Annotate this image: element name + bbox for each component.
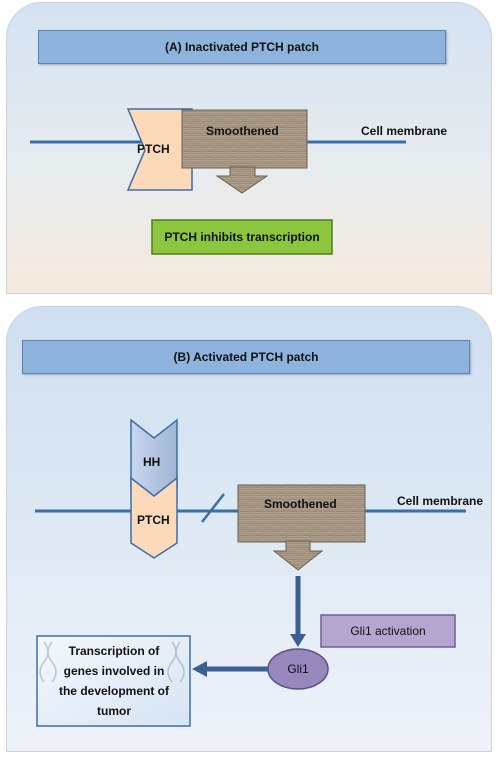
hh-label: HH xyxy=(143,455,161,469)
smoothened-box-a xyxy=(181,109,308,169)
gli1-label: Gli1 xyxy=(287,662,309,676)
smoothened-box-b xyxy=(237,484,366,543)
ptch-inhibits-label: PTCH inhibits transcription xyxy=(164,230,320,244)
smoothened-down-arrow-b xyxy=(272,540,324,571)
tumor-outcome-box xyxy=(36,635,191,727)
ptch-label-b: PTCH xyxy=(137,513,170,527)
tumor-outcome-label: Transcription of genes involved in the d… xyxy=(58,644,169,718)
ptch-inhibits-box xyxy=(151,219,333,255)
arrow-head-to-outcome xyxy=(192,661,207,677)
cell-membrane-label-b: Cell membrane xyxy=(397,494,484,508)
smoothened-label-a: Smoothened xyxy=(206,124,279,138)
membrane-break-slash xyxy=(201,493,225,523)
smoothened-down-arrow-a xyxy=(215,166,269,194)
panel-a-title: (A) Inactivated PTCH patch xyxy=(38,30,446,64)
dna-icon-right xyxy=(167,641,185,683)
arrow-head-to-gli xyxy=(290,634,306,647)
gli1-activation-label: Gli1 activation xyxy=(350,624,426,638)
ptch-receptor-a xyxy=(126,108,193,191)
ptch-label-a: PTCH xyxy=(137,142,170,156)
gli1-activation-box xyxy=(320,614,456,648)
cell-membrane-label-a: Cell membrane xyxy=(361,124,448,138)
ptch-receptor-b xyxy=(130,476,178,559)
panel-b-title: (B) Activated PTCH patch xyxy=(22,340,470,374)
smoothened-label-b: Smoothened xyxy=(264,497,337,511)
dna-icon-left xyxy=(39,641,57,683)
